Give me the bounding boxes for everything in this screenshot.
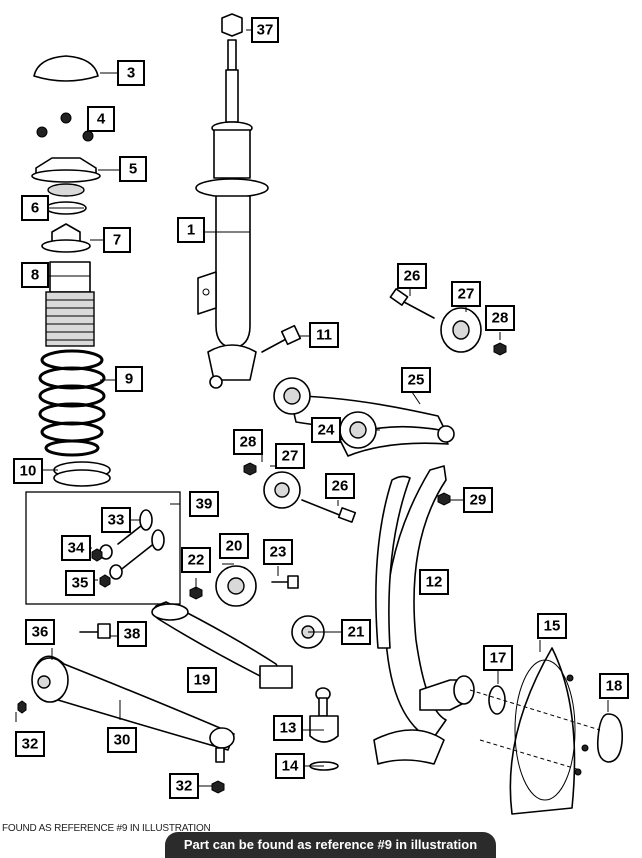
callout-1[interactable]: 1: [177, 217, 205, 243]
callout-1-label: 1: [187, 222, 195, 239]
callout-27-upper-label: 27: [458, 286, 475, 303]
callout-3[interactable]: 3: [117, 60, 145, 86]
steering-knuckle-drawing: [373, 465, 475, 765]
callout-19-label: 19: [194, 672, 211, 689]
callout-32-left[interactable]: 32: [15, 731, 45, 757]
bolt-kit-box: [25, 491, 181, 605]
callout-11-label: 11: [316, 327, 332, 344]
callout-39[interactable]: 39: [189, 491, 219, 517]
callout-38-label: 38: [124, 626, 141, 643]
callout-30[interactable]: 30: [107, 727, 137, 753]
callout-5-label: 5: [129, 161, 137, 178]
callout-32-left-label: 32: [22, 736, 39, 753]
callout-25[interactable]: 25: [401, 367, 431, 393]
callout-9-label: 9: [125, 371, 133, 388]
reference-note: FOUND AS REFERENCE #9 IN ILLUSTRATION: [2, 823, 211, 834]
callout-33-label: 33: [108, 512, 125, 529]
callout-15[interactable]: 15: [537, 613, 567, 639]
reference-banner: Part can be found as reference #9 in ill…: [165, 832, 496, 858]
ball-joint-drawing: [309, 687, 339, 771]
bolt-kit-drawing: [91, 509, 165, 588]
callout-19[interactable]: 19: [187, 667, 217, 693]
callout-6-label: 6: [31, 200, 39, 217]
callout-24-label: 24: [318, 422, 335, 439]
callout-32-right[interactable]: 32: [169, 773, 199, 799]
callout-26-upper[interactable]: 26: [397, 263, 427, 289]
strut-assembly-drawing: [195, 13, 269, 389]
suspension-exploded-diagram: 37 3 4 5 6 7 8 1 9 10 11 26 27 28 25 24 …: [13, 13, 629, 815]
callout-20[interactable]: 20: [219, 533, 249, 559]
callout-28-upper-label: 28: [492, 310, 509, 327]
callout-35-label: 35: [72, 575, 89, 592]
tension-strut-drawing: [151, 601, 293, 689]
callout-9[interactable]: 9: [115, 366, 143, 392]
callout-6[interactable]: 6: [21, 195, 49, 221]
callout-36[interactable]: 36: [25, 619, 55, 645]
callout-4-label: 4: [97, 111, 106, 128]
callout-7-label: 7: [113, 232, 121, 249]
callout-3-label: 3: [127, 65, 135, 82]
top-mount-stack-drawing: [31, 55, 101, 347]
callout-17-label: 17: [490, 650, 507, 667]
callout-33[interactable]: 33: [101, 507, 131, 533]
callout-21-label: 21: [348, 624, 365, 641]
callout-25-label: 25: [408, 372, 425, 389]
callout-28-lower-label: 28: [240, 434, 257, 451]
callout-4[interactable]: 4: [87, 106, 115, 132]
callout-28-lower[interactable]: 28: [233, 429, 263, 455]
callout-11[interactable]: 11: [309, 322, 339, 348]
callout-22[interactable]: 22: [181, 547, 211, 573]
lower-control-arm-drawing: [17, 655, 235, 794]
callout-28-upper[interactable]: 28: [485, 305, 515, 331]
callout-14[interactable]: 14: [275, 753, 305, 779]
callout-10[interactable]: 10: [13, 458, 43, 484]
callout-26-lower[interactable]: 26: [325, 473, 355, 499]
callout-35[interactable]: 35: [65, 570, 95, 596]
callout-8[interactable]: 8: [21, 262, 49, 288]
callout-26-lower-label: 26: [332, 478, 349, 495]
callout-37[interactable]: 37: [251, 17, 279, 43]
callout-27-lower[interactable]: 27: [275, 443, 305, 469]
callout-14-label: 14: [282, 758, 299, 775]
callout-8-label: 8: [31, 267, 39, 284]
callout-27-upper[interactable]: 27: [451, 281, 481, 307]
callout-29[interactable]: 29: [463, 487, 493, 513]
callout-38[interactable]: 38: [117, 621, 147, 647]
callout-34-label: 34: [68, 540, 85, 557]
callout-37-label: 37: [257, 22, 274, 39]
callout-27-lower-label: 27: [282, 448, 299, 465]
callout-23-label: 23: [270, 544, 287, 561]
callout-12[interactable]: 12: [419, 569, 449, 595]
callout-30-label: 30: [114, 732, 131, 749]
callout-18[interactable]: 18: [599, 673, 629, 699]
coil-spring-drawing: [38, 349, 106, 457]
callout-26-upper-label: 26: [404, 268, 421, 285]
callout-29-label: 29: [470, 492, 487, 509]
callout-10-label: 10: [20, 463, 37, 480]
callout-21[interactable]: 21: [341, 619, 371, 645]
callout-5[interactable]: 5: [119, 156, 147, 182]
upper-bushing-drawing: [243, 288, 507, 523]
callout-20-label: 20: [226, 538, 243, 555]
callout-32-right-label: 32: [176, 778, 193, 795]
callout-7[interactable]: 7: [103, 227, 131, 253]
callout-15-label: 15: [544, 618, 561, 635]
callout-13-label: 13: [280, 720, 297, 737]
dust-shield-drawing: [469, 647, 624, 815]
callout-36-label: 36: [32, 624, 49, 641]
callout-13[interactable]: 13: [273, 715, 303, 741]
lower-spring-seat-drawing: [53, 461, 111, 487]
callout-34[interactable]: 34: [61, 535, 91, 561]
callout-17[interactable]: 17: [483, 645, 513, 671]
callout-12-label: 12: [426, 574, 443, 591]
callout-18-label: 18: [606, 678, 623, 695]
strut-bolt-drawing: [261, 324, 302, 353]
callout-39-label: 39: [196, 496, 213, 513]
callout-24[interactable]: 24: [311, 417, 341, 443]
callout-22-label: 22: [188, 552, 205, 569]
callout-23[interactable]: 23: [263, 539, 293, 565]
